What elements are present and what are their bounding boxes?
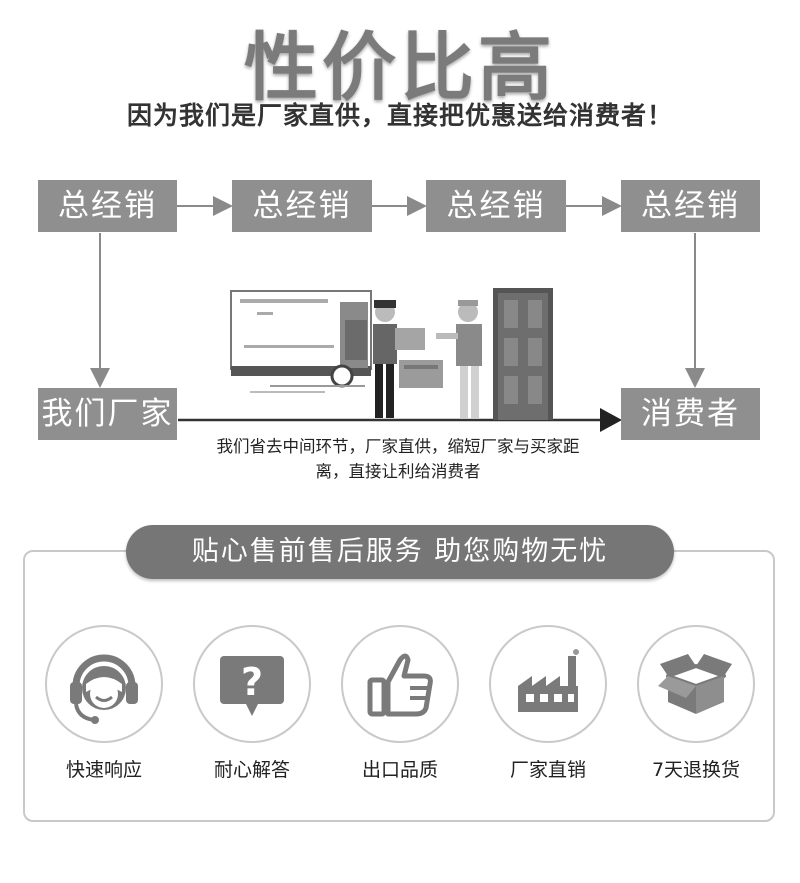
feature-seven-day-return: 7天退换货 bbox=[637, 625, 755, 782]
feature-circle bbox=[341, 625, 459, 743]
feature-label: 耐心解答 bbox=[213, 759, 290, 781]
page-title: 性价比高 bbox=[244, 25, 556, 111]
factory-box: 我们厂家 bbox=[38, 388, 177, 440]
distributor-box-4: 总经销 bbox=[621, 180, 760, 232]
feature-label: 7天退换货 bbox=[651, 759, 741, 781]
flow-caption-line2: 离，直接让利给消费者 bbox=[315, 462, 481, 481]
flow-caption-line1: 我们省去中间环节，厂家直供，缩短厂家与买家距 bbox=[216, 437, 580, 456]
question-bubble-icon: ? bbox=[220, 656, 284, 716]
flow-caption: 我们省去中间环节，厂家直供，缩短厂家与买家距 离，直接让利给消费者 bbox=[178, 434, 618, 484]
delivery-illustration bbox=[230, 288, 553, 420]
factory-icon bbox=[518, 649, 579, 712]
feature-circle: ? bbox=[193, 625, 311, 743]
page-subtitle: 因为我们是厂家直供，直接把优惠送给消费者！ bbox=[126, 101, 673, 130]
thumbs-up-icon bbox=[367, 653, 433, 717]
feature-circle bbox=[637, 625, 755, 743]
feature-label: 出口品质 bbox=[361, 759, 438, 781]
feature-label: 快速响应 bbox=[65, 759, 142, 781]
feature-patient-answers: ? 耐心解答 bbox=[193, 625, 311, 782]
feature-factory-direct: 厂家直销 bbox=[489, 625, 607, 782]
box-icon bbox=[658, 654, 732, 714]
distributor-box-2: 总经销 bbox=[232, 180, 372, 232]
feature-quick-response: 快速响应 bbox=[45, 625, 163, 782]
feature-export-quality: 出口品质 bbox=[341, 625, 459, 782]
distributor-box-3: 总经销 bbox=[426, 180, 566, 232]
arrow-direct-head bbox=[600, 408, 622, 432]
feature-circle bbox=[45, 625, 163, 743]
headset-icon bbox=[70, 654, 138, 724]
feature-circle bbox=[489, 625, 607, 743]
feature-label: 厂家直销 bbox=[509, 759, 586, 781]
distributor-box-1: 总经销 bbox=[38, 180, 177, 232]
service-banner: 贴心售前售后服务 助您购物无忧 bbox=[126, 525, 674, 579]
consumer-box: 消费者 bbox=[621, 388, 760, 440]
svg-text:?: ? bbox=[241, 660, 263, 704]
